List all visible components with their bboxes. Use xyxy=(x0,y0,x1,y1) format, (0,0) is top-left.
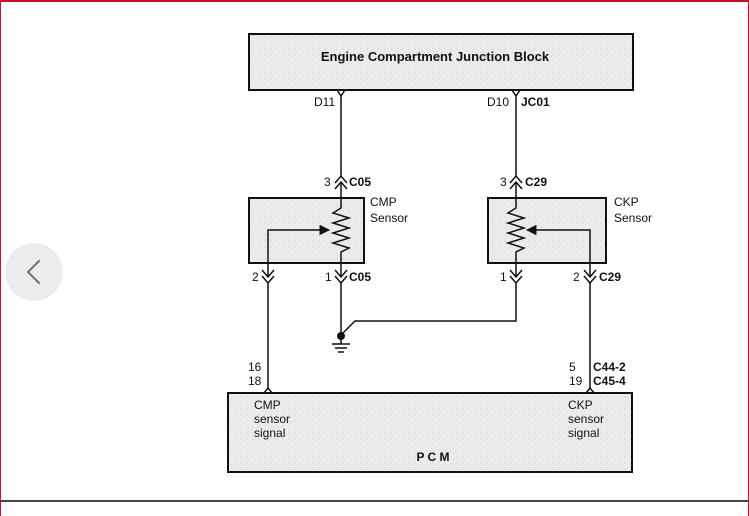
cmp-top-pin: 3 xyxy=(324,175,331,189)
cmp-right-pin: 1 xyxy=(325,270,332,284)
pcm-ckp-signal-line2: sensor xyxy=(568,412,604,426)
back-button[interactable] xyxy=(5,243,63,301)
window-left-border xyxy=(0,0,1,516)
pcm-cmp-signal-line3: signal xyxy=(254,426,285,440)
wire-d11 xyxy=(336,89,346,176)
cmp-sensor-title-2: Sensor xyxy=(370,211,408,225)
pcm-ckp-connector-b: C45-4 xyxy=(593,374,626,388)
cmp-bottom-connector: C05 xyxy=(349,270,371,284)
pcm-ckp-connector-a: C44-2 xyxy=(593,360,626,374)
cmp-left-pin: 2 xyxy=(252,270,259,284)
ckp-pcm-terminal-icon xyxy=(585,386,595,394)
window-bottom-divider xyxy=(0,500,749,502)
ckp-right-pin: 2 xyxy=(573,270,580,284)
ckp-pin2-connector-icon xyxy=(583,263,597,285)
ckp-top-connector-icon xyxy=(509,174,523,198)
pcm-cmp-pin-b: 18 xyxy=(248,374,262,388)
ckp-left-pin: 1 xyxy=(500,270,507,284)
ckp-top-connector: C29 xyxy=(525,175,547,189)
ckp-sensor xyxy=(487,197,607,264)
cmp-potentiometer-icon xyxy=(267,198,352,263)
chevron-left-icon xyxy=(26,259,41,285)
ckp-pin1-connector-icon xyxy=(509,263,523,285)
ground-icon xyxy=(332,336,350,353)
pcm-module: CMP sensor signal CKP sensor signal P C … xyxy=(227,392,633,473)
pcm-cmp-signal-line1: CMP xyxy=(254,398,281,412)
junction-block-title: Engine Compartment Junction Block xyxy=(321,49,550,64)
cmp-pin1-connector-icon xyxy=(334,263,348,285)
pcm-label: P C M xyxy=(416,450,449,464)
cmp-sensor-title-1: CMP xyxy=(370,195,397,209)
cmp-pin2-connector-icon xyxy=(261,263,275,285)
wire-d10 xyxy=(511,89,521,176)
pcm-ckp-pin-b: 19 xyxy=(569,374,583,388)
pin-d10-label: D10 xyxy=(487,95,509,109)
pcm-cmp-pin-a: 16 xyxy=(248,360,262,374)
cmp-top-connector: C05 xyxy=(349,175,371,189)
ckp-top-pin: 3 xyxy=(500,175,507,189)
pcm-ckp-pin-a: 5 xyxy=(569,360,576,374)
cmp-sensor xyxy=(248,197,365,264)
ground-wire xyxy=(337,283,517,340)
connector-jc01-label: JC01 xyxy=(521,95,550,109)
pin-d11-label: D11 xyxy=(314,95,335,109)
pcm-cmp-signal-line2: sensor xyxy=(254,412,290,426)
cmp-top-connector-icon xyxy=(334,174,348,198)
junction-block: Engine Compartment Junction Block xyxy=(248,33,634,91)
pcm-ckp-signal-line3: signal xyxy=(568,426,599,440)
ckp-sensor-title-1: CKP xyxy=(614,195,639,209)
window-top-border xyxy=(0,0,749,2)
pcm-ckp-signal-line1: CKP xyxy=(568,398,593,412)
ckp-sensor-title-2: Sensor xyxy=(614,211,652,225)
ckp-bottom-connector: C29 xyxy=(599,270,621,284)
cmp-pcm-terminal-icon xyxy=(263,386,273,394)
ckp-potentiometer-icon xyxy=(505,198,591,263)
